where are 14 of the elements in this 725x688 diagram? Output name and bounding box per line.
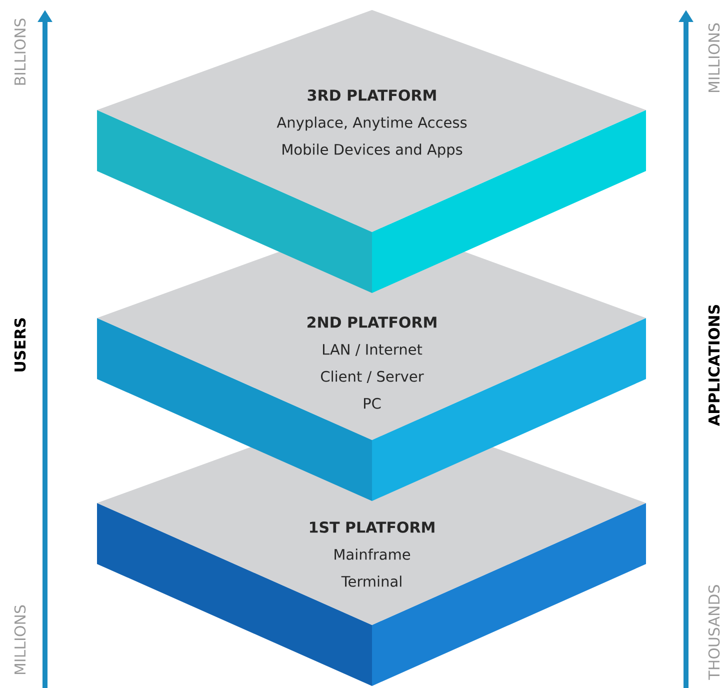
axis-label: MILLIONS [14, 605, 26, 674]
node-label: 3RD PLATFORM [308, 90, 436, 101]
axis-label: BILLIONS [14, 18, 26, 85]
node-label: Mobile Devices and Apps [282, 144, 462, 158]
platform-slab: 2ND PLATFORM LAN / Internet Client / Server PC [97, 218, 646, 501]
node-label: 2ND PLATFORM [308, 316, 436, 328]
node-label: Anyplace, Anytime Access [276, 116, 467, 131]
platform-slab: 3RD PLATFORM Anyplace, Anytime Access Mobile Devices and Apps [97, 10, 646, 293]
axis-title: APPLICATIONS [708, 305, 720, 426]
axis-title: USERS [14, 318, 26, 372]
axis-label: THOUSANDS [708, 585, 720, 680]
axis-label: MILLIONS [708, 23, 720, 92]
node-label: LAN / Internet [323, 344, 422, 356]
node-label: Client / Server [321, 370, 424, 384]
